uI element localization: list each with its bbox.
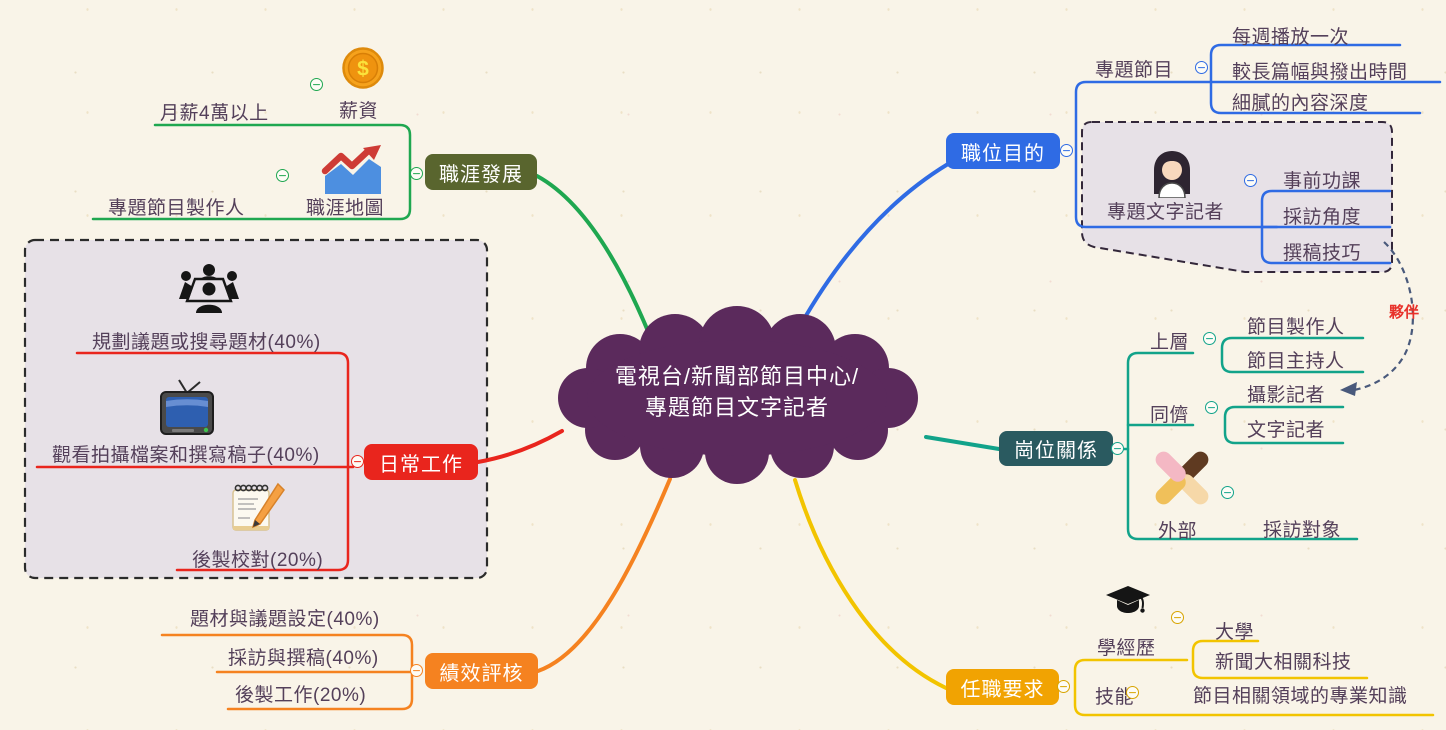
collapse-marker-relations[interactable] <box>1111 442 1124 455</box>
node-daily-task-1[interactable]: 規劃議題或搜尋題材(40%) <box>92 332 321 353</box>
collapse-marker-education[interactable] <box>1171 611 1184 624</box>
node-reporter-skill-1[interactable]: 事前功課 <box>1283 171 1362 192</box>
node-career-map[interactable]: 職涯地圖 <box>306 198 385 219</box>
trend-chart-icon <box>321 144 385 196</box>
topic-job-requirements[interactable]: 任職要求 <box>946 669 1059 705</box>
tv-icon <box>156 378 218 438</box>
node-news-related-major[interactable]: 新聞大相關科技 <box>1215 652 1352 673</box>
node-program-producer[interactable]: 節目製作人 <box>1247 317 1345 338</box>
node-skills[interactable]: 技能 <box>1095 687 1135 708</box>
svg-text:$: $ <box>357 58 369 81</box>
node-perf-2[interactable]: 採訪與撰稿(40%) <box>228 648 379 669</box>
topic-career-development[interactable]: 職涯發展 <box>425 154 537 190</box>
collapse-marker-career[interactable] <box>410 167 423 180</box>
node-university[interactable]: 大學 <box>1215 622 1255 643</box>
daily-work-boundary-box[interactable] <box>23 238 489 580</box>
node-reporter-skill-2[interactable]: 採訪角度 <box>1283 207 1362 228</box>
dollar-coin-icon: $ <box>342 47 384 89</box>
central-cloud-shape[interactable] <box>558 306 918 484</box>
topic-position-relations[interactable]: 崗位關係 <box>999 431 1113 466</box>
node-program-trait-2[interactable]: 較長篇幅與撥出時間 <box>1232 62 1408 83</box>
node-reporter-skill-3[interactable]: 撰稿技巧 <box>1283 243 1362 264</box>
node-daily-task-2[interactable]: 觀看拍攝檔案和撰寫稿子(40%) <box>52 445 320 466</box>
topic-position-purpose[interactable]: 職位目的 <box>946 133 1060 169</box>
collapse-marker-requirements[interactable] <box>1057 680 1070 693</box>
node-perf-1[interactable]: 題材與議題設定(40%) <box>190 609 380 630</box>
buddy-relationship-arrow[interactable] <box>1340 241 1414 396</box>
node-peers[interactable]: 同儕 <box>1150 405 1190 426</box>
node-program-trait-1[interactable]: 每週播放一次 <box>1232 27 1350 48</box>
collapse-marker-salary[interactable] <box>310 78 323 91</box>
node-feature-text-reporter[interactable]: 專題文字記者 <box>1107 202 1225 223</box>
buddy-annotation[interactable]: 夥伴 <box>1389 304 1420 321</box>
node-upper-level[interactable]: 上層 <box>1150 332 1190 353</box>
collapse-marker-program[interactable] <box>1195 61 1208 74</box>
topic-daily-work[interactable]: 日常工作 <box>364 444 478 480</box>
collapse-marker-peer[interactable] <box>1205 401 1218 414</box>
central-topic-line2: 專題節目文字記者 <box>644 395 829 420</box>
collapse-marker-upper[interactable] <box>1203 332 1216 345</box>
node-program-host[interactable]: 節目主持人 <box>1247 351 1345 372</box>
topic-performance-review[interactable]: 績效評核 <box>425 653 538 689</box>
central-topic-line1: 電視台/新聞部節目中心/ <box>614 364 860 389</box>
meeting-icon <box>178 263 240 319</box>
node-program-trait-3[interactable]: 細膩的內容深度 <box>1232 93 1369 114</box>
collapse-marker-daily[interactable] <box>351 455 364 468</box>
node-program-producer-goal[interactable]: 專題節目製作人 <box>108 198 245 219</box>
node-photo-reporter[interactable]: 攝影記者 <box>1247 385 1326 406</box>
collapse-marker-performance[interactable] <box>410 664 423 677</box>
node-domain-knowledge[interactable]: 節目相關領域的專業知識 <box>1193 686 1408 707</box>
notepad-icon <box>226 480 286 536</box>
node-feature-program[interactable]: 專題節目 <box>1095 60 1174 81</box>
graduation-cap-icon <box>1104 585 1152 621</box>
node-salary[interactable]: 薪資 <box>339 101 379 122</box>
collapse-marker-external[interactable] <box>1221 486 1234 499</box>
node-interview-subjects[interactable]: 採訪對象 <box>1263 520 1342 541</box>
collapse-marker-career-map[interactable] <box>276 169 289 182</box>
collapse-marker-reporter[interactable] <box>1244 174 1257 187</box>
hands-together-icon <box>1146 445 1218 511</box>
node-education[interactable]: 學經歷 <box>1097 638 1156 659</box>
woman-avatar-icon <box>1144 146 1200 199</box>
node-external[interactable]: 外部 <box>1158 521 1198 542</box>
collapse-marker-skill[interactable] <box>1126 686 1139 699</box>
node-daily-task-3[interactable]: 後製校對(20%) <box>192 550 324 571</box>
node-text-reporter[interactable]: 文字記者 <box>1247 420 1326 441</box>
node-salary-amount[interactable]: 月薪4萬以上 <box>160 103 269 124</box>
node-perf-3[interactable]: 後製工作(20%) <box>235 685 367 706</box>
collapse-marker-purpose[interactable] <box>1060 144 1073 157</box>
central-topic[interactable]: 電視台/新聞部節目中心/ 專題節目文字記者 <box>577 361 897 423</box>
